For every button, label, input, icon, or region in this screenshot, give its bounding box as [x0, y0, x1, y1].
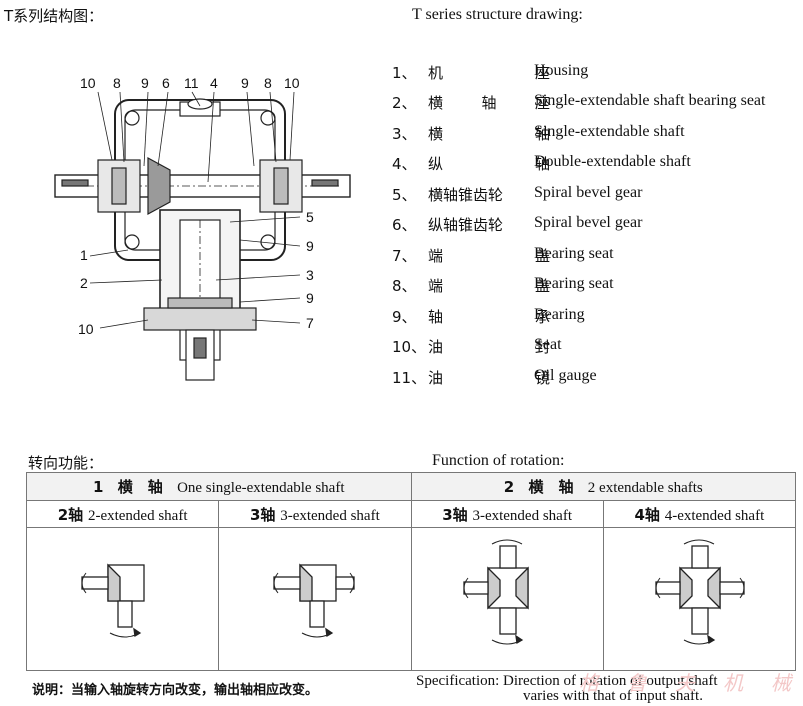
callout-top-8a: 8: [113, 75, 121, 91]
note-en-line2: varies with that of input shaft.: [523, 688, 703, 704]
callout-top-9a: 9: [141, 75, 149, 91]
part-en: Bearing seat: [534, 275, 614, 292]
callout-top-6: 6: [162, 75, 170, 91]
part-en: Single-extendable shaft bearing seat: [534, 92, 766, 109]
part-cn: 轴承: [428, 308, 550, 326]
part-no: 11、: [392, 369, 427, 387]
part-en: Bearing seat: [534, 245, 614, 262]
group-en: One single-extendable shaft: [177, 480, 345, 496]
col-header-2: 3轴 3-extended shaft: [218, 500, 412, 528]
col-header-3: 3轴 3-extended shaft: [410, 500, 604, 528]
group-header-2: 2 横 轴 2 extendable shafts: [410, 472, 796, 501]
part-en: Seat: [534, 336, 562, 353]
part-cn: 横轴: [428, 125, 550, 143]
callout-right-9b: 9: [306, 290, 314, 306]
part-row-11: 11、 油镜 Oil gauge: [392, 367, 803, 391]
callout-top-8b: 8: [264, 75, 272, 91]
watermark: 格 鲁 夫 机 械: [579, 671, 795, 695]
part-no: 4、: [392, 155, 417, 173]
part-no: 3、: [392, 125, 417, 143]
part-cn: 端盖: [428, 247, 550, 265]
part-en: Spiral bevel gear: [534, 184, 643, 201]
rotation-diagram-2-shaft: [80, 563, 145, 638]
part-no: 9、: [392, 308, 417, 326]
part-row-10: 10、 油封 Seat: [392, 336, 803, 360]
rotation-diagram-3-shaft: [273, 563, 355, 638]
group-cn: 横 轴: [528, 478, 574, 496]
note-cn: 说明：当输入轴旋转方向改变，输出轴相应改变。: [32, 683, 319, 698]
part-cn: 油镜: [428, 369, 550, 387]
group-num: 2: [503, 478, 515, 496]
part-cn: 横轴座: [428, 94, 550, 112]
part-en: Housing: [534, 62, 589, 79]
part-cn: 端盖: [428, 277, 550, 295]
part-cn: 机座: [428, 64, 550, 82]
part-cn: 横轴锥齿轮: [428, 186, 504, 204]
title-cn: T系列结构图：: [4, 7, 104, 25]
part-row-8: 8、 端盖 Bearing seat: [392, 275, 803, 299]
part-row-4: 4、 纵轴 Double-extendable shaft: [392, 153, 803, 177]
part-en: Single-extendable shaft: [534, 123, 685, 140]
part-no: 7、: [392, 247, 417, 265]
rotation-diagram-cell-1: [25, 527, 220, 671]
part-row-2: 2、 横轴座 Single-extendable shaft bearing s…: [392, 92, 803, 116]
callout-top-9b: 9: [241, 75, 249, 91]
structure-drawing: 10 8 9 6 11 4 9 8 10 1 2 10 5 9 3 9 7: [54, 75, 351, 381]
col-header-1: 2轴 2-extended shaft: [25, 500, 220, 528]
part-no: 2、: [392, 94, 417, 112]
callout-right-3: 3: [306, 267, 314, 283]
part-no: 10、: [392, 338, 427, 356]
callout-top-4: 4: [210, 75, 218, 91]
group-en: 2 extendable shafts: [587, 480, 703, 496]
part-cn: 纵轴锥齿轮: [428, 216, 504, 234]
note-en: Specification: Direction of rotation of …: [416, 674, 801, 704]
note-en-line1: Specification: Direction of rotation of …: [416, 673, 718, 689]
part-row-5: 5、 横轴锥齿轮 Spiral bevel gear: [392, 184, 803, 208]
rotation-diagram-cell-2: [218, 527, 412, 671]
part-en: Bearing: [534, 306, 585, 323]
rotation-title-en: Function of rotation:: [432, 452, 565, 469]
part-no: 1、: [392, 64, 417, 82]
callout-right-5: 5: [306, 209, 314, 225]
part-en: Spiral bevel gear: [534, 214, 643, 231]
callout-left-10: 10: [78, 321, 94, 337]
part-no: 6、: [392, 216, 417, 234]
part-row-7: 7、 端盖 Bearing seat: [392, 245, 803, 269]
callout-right-7: 7: [306, 315, 314, 331]
bevel-gear-6: [147, 156, 171, 216]
part-no: 5、: [392, 186, 417, 204]
title-en: T series structure drawing:: [412, 6, 583, 23]
part-row-1: 1、 机座 Housing: [392, 62, 803, 86]
callout-top-10b: 10: [284, 75, 300, 91]
callout-left-2: 2: [80, 275, 88, 291]
callout-top-10a: 10: [80, 75, 96, 91]
part-no: 8、: [392, 277, 417, 295]
rotation-diagram-cell-4: [602, 527, 797, 671]
rotation-diagram-3-shaft-cross: [463, 539, 529, 645]
part-row-3: 3、 横轴 Single-extendable shaft: [392, 123, 803, 147]
callout-top-11: 11: [184, 75, 199, 91]
rotation-diagram-4-shaft: [655, 539, 746, 645]
rotation-diagram-cell-3: [410, 527, 604, 671]
group-cn: 横 轴: [117, 478, 163, 496]
part-en: Oil gauge: [534, 367, 597, 384]
rotation-table: 1 横 轴 One single-extendable shaft 2 横 轴 …: [25, 472, 797, 671]
part-cn: 油封: [428, 338, 550, 356]
part-cn: 纵轴: [428, 155, 550, 173]
callout-left-1: 1: [80, 247, 88, 263]
rotation-title-cn: 转向功能：: [28, 454, 104, 472]
callout-right-9a: 9: [306, 238, 314, 254]
part-row-6: 6、 纵轴锥齿轮 Spiral bevel gear: [392, 214, 803, 238]
part-en: Double-extendable shaft: [534, 153, 691, 170]
group-num: 1: [92, 478, 104, 496]
part-row-9: 9、 轴承 Bearing: [392, 306, 803, 330]
group-header-1: 1 横 轴 One single-extendable shaft: [26, 472, 412, 501]
col-header-4: 4轴 4-extended shaft: [602, 500, 797, 528]
